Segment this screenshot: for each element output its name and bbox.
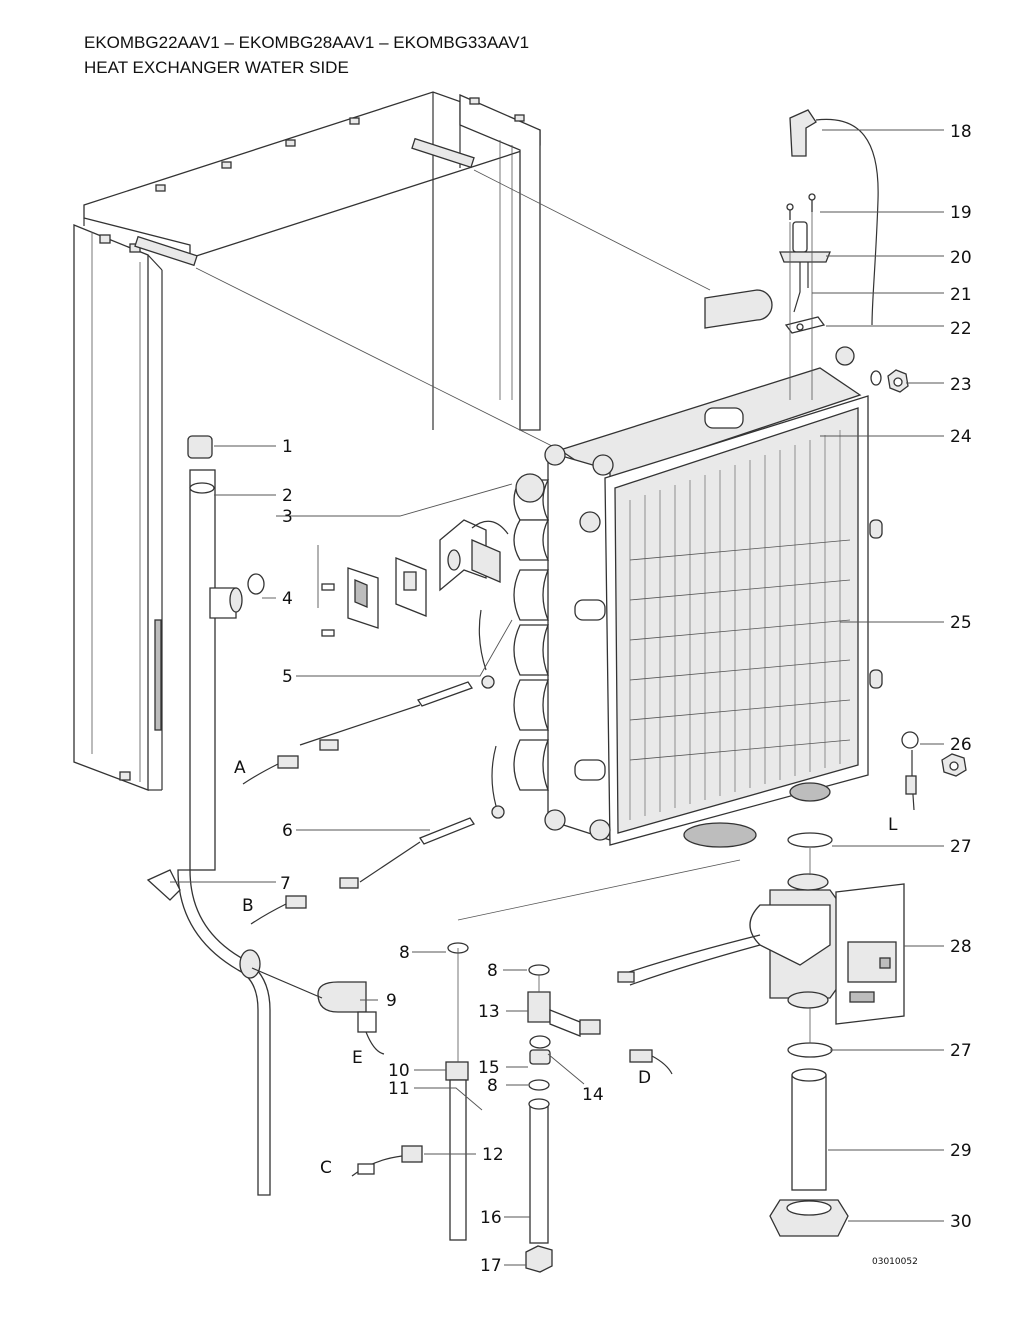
callout-27-top: 27: [950, 837, 972, 857]
temperature-sensors: [242, 609, 505, 925]
callout-30: 30: [950, 1212, 972, 1232]
callout-5: 5: [282, 667, 293, 687]
callout-26: 26: [950, 735, 972, 755]
threaded-rods: [134, 137, 711, 451]
callout-15: 15: [478, 1058, 500, 1078]
callout-8-bottom: 8: [487, 1076, 498, 1096]
callout-labels: 18 19 20 21 22 23 24 1 2 3 4 25 5 26 A 6…: [234, 122, 972, 1276]
callout-8-left: 8: [399, 943, 410, 963]
callout-21: 21: [950, 285, 972, 305]
callout-3: 3: [282, 507, 293, 527]
callout-18: 18: [950, 122, 972, 142]
callout-8-mid: 8: [487, 961, 498, 981]
callout-13: 13: [478, 1002, 500, 1022]
drawing-code: 03010052: [872, 1257, 918, 1267]
callout-2: 2: [282, 486, 293, 506]
callout-7: 7: [280, 874, 291, 894]
callout-6: 6: [282, 821, 293, 841]
flow-sensor-group: [351, 859, 741, 1273]
model-title: EKOMBG22AAV1 – EKOMBG28AAV1 – EKOMBG33AA…: [84, 33, 530, 52]
callout-L: L: [888, 815, 898, 835]
callout-14: 14: [582, 1085, 604, 1105]
leader-lines: [170, 129, 944, 1266]
water-connection-bends: [513, 473, 601, 791]
pressure-sensor: [146, 869, 385, 1055]
title-block: EKOMBG22AAV1 – EKOMBG28AAV1 – EKOMBG33AA…: [84, 30, 529, 80]
callout-17: 17: [480, 1256, 502, 1276]
callout-25: 25: [950, 613, 972, 633]
sensor-mount-parts: [321, 519, 509, 637]
electrode-assembly: [704, 109, 879, 400]
section-title: HEAT EXCHANGER WATER SIDE: [84, 58, 349, 77]
pipe-assembly: [177, 435, 271, 1196]
callout-27-bottom: 27: [950, 1041, 972, 1061]
heat-exchanger: [544, 346, 883, 848]
callout-10: 10: [388, 1061, 410, 1081]
nut-23: [870, 369, 909, 393]
callout-11: 11: [388, 1079, 410, 1099]
callout-12: 12: [482, 1145, 504, 1165]
callout-4: 4: [282, 589, 293, 609]
callout-20: 20: [950, 248, 972, 268]
callout-24: 24: [950, 427, 972, 447]
callout-28: 28: [950, 937, 972, 957]
callout-16: 16: [480, 1208, 502, 1228]
callout-1: 1: [282, 437, 293, 457]
callout-22: 22: [950, 319, 972, 339]
callout-9: 9: [386, 991, 397, 1011]
earth-tag: [901, 731, 967, 811]
callout-E: E: [352, 1048, 363, 1068]
callout-23: 23: [950, 375, 972, 395]
callout-29: 29: [950, 1141, 972, 1161]
pump-assembly: [617, 832, 905, 1237]
callout-D: D: [638, 1068, 651, 1088]
callout-B: B: [242, 896, 254, 916]
callout-C: C: [320, 1158, 332, 1178]
callout-19: 19: [950, 203, 972, 223]
callout-A: A: [234, 758, 246, 778]
